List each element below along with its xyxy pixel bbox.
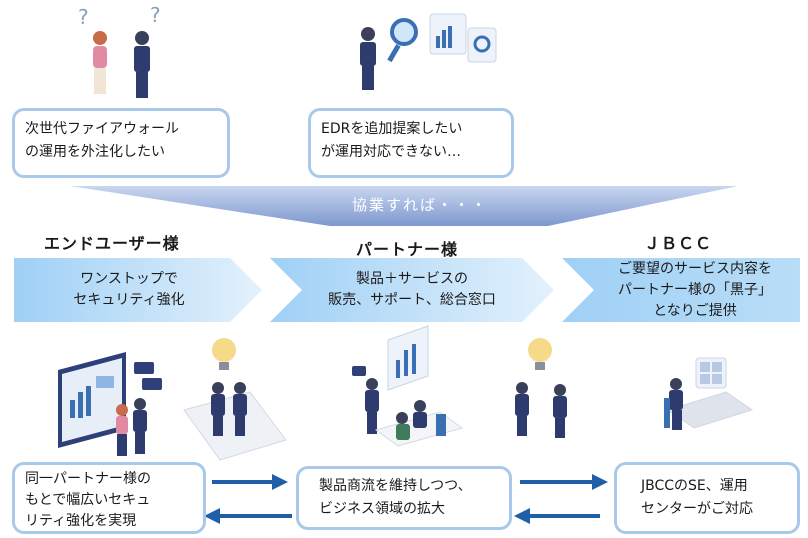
chevron-jbcc-text: ご要望のサービス内容を パートナー様の「黒子」 となりご提供 [590,259,800,322]
heading-partner: パートナー様 [356,240,459,259]
arrow-left-2 [514,508,600,524]
chevron-partner-text: 製品＋サービスの 販売、サポート、総合窓口 [298,269,526,311]
outcome-jbcc-line2: センターがご対応 [641,501,753,517]
end-user-line1: ワンストップで [80,271,178,287]
chevron-end-user [14,258,262,322]
outcome-end-user-line1: 同一パートナー様の [25,471,151,487]
partner-line2: 販売、サポート、総合窓口 [328,292,496,308]
collaboration-banner [70,186,738,226]
svg-text:?: ? [150,3,161,27]
chevron-partner [270,258,554,322]
arrow-left-1 [204,508,292,524]
team-meeting-illustration [352,325,464,447]
lightbulb-handshake-illustration [183,338,287,461]
remote-support-illustration [664,357,754,430]
chevron-jbcc [562,258,800,322]
arrow-right-1 [212,474,288,490]
outcome-box-jbcc: JBCCのSE、運用 センターがご対応 [614,462,800,534]
jbcc-line1: ご要望のサービス内容を [618,261,772,277]
outcome-end-user-line3: リティ強化を実現 [25,513,137,529]
monitor-dashboard-illustration [58,352,162,456]
end-user-line2: セキュリティ強化 [73,292,185,308]
need-firewall-line1: 次世代ファイアウォール [25,121,179,137]
arrow-right-2 [520,474,608,490]
heading-end-user: エンドユーザー様 [44,234,180,253]
outcome-end-user-line2: もとで幅広いセキュ [25,492,151,508]
banner-label: 協業すれば・・・ [352,196,489,214]
chevron-end-user-text: ワンストップで セキュリティ強化 [24,269,234,311]
outcome-jbcc-line1: JBCCのSE、運用 [641,478,748,494]
need-firewall-line2: の運用を外注化したい [25,144,165,160]
outcome-partner-line2: ビジネス領域の拡大 [319,501,445,517]
analysis-illustration [360,13,497,90]
jbcc-line2: パートナー様の「黒子」 [618,282,772,298]
need-edr-line2: が運用対応できない… [321,144,461,160]
outcome-box-partner: 製品商流を維持しつつ、 ビジネス領域の拡大 [296,466,512,530]
need-box-firewall: 次世代ファイアウォール の運用を外注化したい [12,108,230,178]
lightbulb-people-illustration [515,338,567,438]
heading-jbcc: ＪＢＣＣ [644,234,713,253]
outcome-box-end-user: 同一パートナー様の もとで幅広いセキュ リティ強化を実現 [12,462,206,534]
outcome-partner-line1: 製品商流を維持しつつ、 [319,478,472,494]
jbcc-line3: となりご提供 [653,303,737,319]
confused-people-illustration: ? ? [78,3,161,98]
svg-text:?: ? [78,5,89,29]
need-edr-line1: EDRを追加提案したい [321,121,463,137]
partner-line1: 製品＋サービスの [356,271,468,287]
need-box-edr: EDRを追加提案したい が運用対応できない… [308,108,514,178]
